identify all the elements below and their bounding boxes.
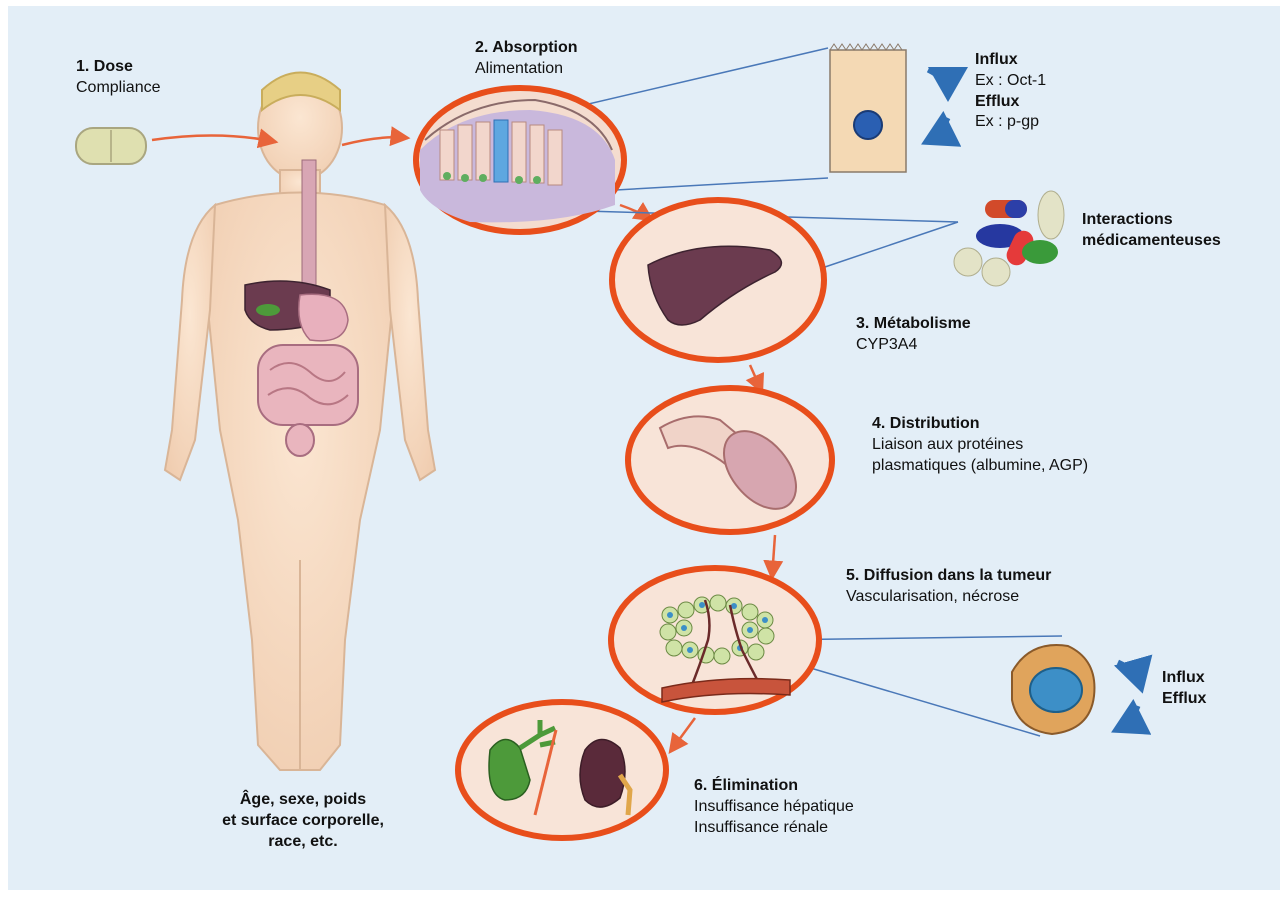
patient-factors-line2: et surface corporelle, [208,811,398,832]
metabolism-title: 3. Métabolisme [856,314,971,335]
elimination-label: 6. Élimination Insuffisance hépatique In… [694,776,854,838]
pill-icon [76,128,146,164]
diffusion-subtitle: Vascularisation, nécrose [846,587,1051,608]
efflux-label: Efflux [975,92,1046,113]
absorption-title: 2. Absorption [475,38,578,59]
patient-factors-line1: Âge, sexe, poids [208,790,398,811]
transporters-label: Influx Ex : Oct-1 Efflux Ex : p-gp [975,50,1046,133]
transport-arrows-icon [928,70,948,140]
dose-label: 1. Dose Compliance [76,57,160,99]
tumor-efflux-label: Efflux [1162,689,1206,710]
influx-label: Influx [975,50,1046,71]
distribution-label: 4. Distribution Liaison aux protéines pl… [872,414,1088,476]
elimination-icons [458,702,666,838]
interactions-line1: Interactions [1082,210,1221,231]
tumor-transport-label: Influx Efflux [1162,668,1206,710]
patient-factors-label: Âge, sexe, poids et surface corporelle, … [208,790,398,852]
distribution-line2: plasmatiques (albumine, AGP) [872,456,1088,477]
elimination-line1: Insuffisance hépatique [694,797,854,818]
tumor-cell-icon [1012,645,1094,734]
dose-title: 1. Dose [76,57,160,78]
absorption-label: 2. Absorption Alimentation [475,38,578,80]
metabolism-label: 3. Métabolisme CYP3A4 [856,314,971,356]
distribution-line1: Liaison aux protéines [872,435,1088,456]
dose-subtitle: Compliance [76,78,160,99]
interactions-line2: médicamenteuses [1082,231,1221,252]
metabolism-subtitle: CYP3A4 [856,335,971,356]
interactions-label: Interactions médicamenteuses [1082,210,1221,252]
distribution-title: 4. Distribution [872,414,1088,435]
patient-factors-line3: race, etc. [208,832,398,853]
diffusion-title: 5. Diffusion dans la tumeur [846,566,1051,587]
intestine-icon [416,88,624,232]
tumor-influx-label: Influx [1162,668,1206,689]
blood-vessel-icon [628,388,832,532]
diffusion-label: 5. Diffusion dans la tumeur Vascularisat… [846,566,1051,608]
pills-icon [954,191,1064,286]
influx-example: Ex : Oct-1 [975,71,1046,92]
tumor-icon [611,568,819,712]
elimination-line2: Insuffisance rénale [694,818,854,839]
efflux-example: Ex : p-gp [975,112,1046,133]
elimination-title: 6. Élimination [694,776,854,797]
liver-icon [612,200,824,360]
absorption-subtitle: Alimentation [475,59,578,80]
enterocyte-icon [830,44,906,172]
tumor-transport-arrows-icon [1118,662,1140,728]
